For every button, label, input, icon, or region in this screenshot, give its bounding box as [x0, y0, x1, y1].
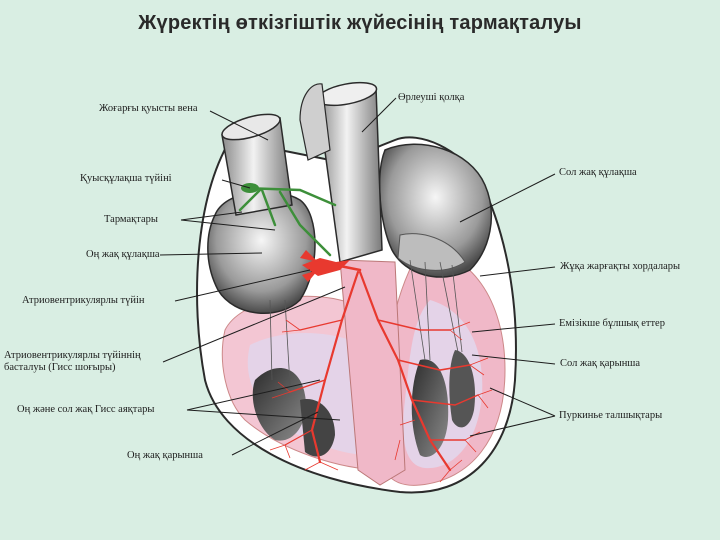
label-sinoatrial-node: Қуысқұлақша түйіні [80, 173, 172, 185]
label-his-start: Атриовентрикулярлы түйіннің басталуы (Ги… [4, 350, 179, 374]
label-superior-vena-cava: Жоғарғы қуысты вена [99, 103, 198, 115]
label-left-atrium: Сол жақ құлақша [559, 167, 637, 179]
label-left-ventricle: Сол жақ қарынша [560, 358, 640, 370]
label-purkinje: Пуркинье талшықтары [559, 410, 662, 422]
label-right-ventricle: Оң жақ қарынша [127, 450, 203, 462]
label-aorta: Өрлеуші қолқа [398, 92, 464, 104]
label-branches: Тармақтары [104, 214, 158, 226]
label-papillary: Емізікше бұлшық еттер [559, 318, 665, 330]
label-right-atrium: Оң жақ құлақша [86, 249, 160, 261]
label-av-node: Атриовентрикулярлы түйін [22, 295, 145, 307]
label-his-branches: Оң және сол жақ Гисс аяқтары [17, 404, 154, 416]
label-chordae: Жұқа жарғақты хордалары [560, 261, 680, 273]
